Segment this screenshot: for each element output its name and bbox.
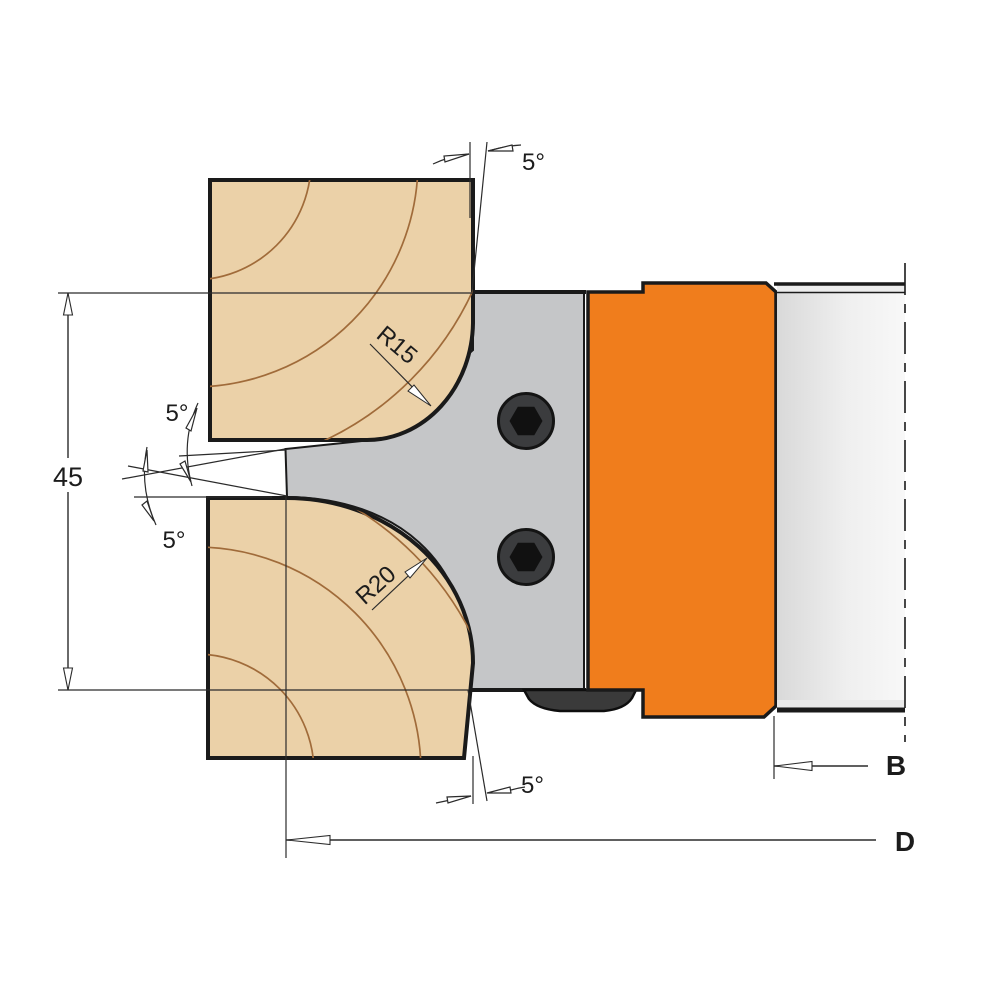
angle-5-upper-left: 5° — [166, 400, 199, 487]
hex-screw-lower — [497, 528, 555, 586]
arrow-left-icon — [487, 144, 514, 152]
arrow-down-icon — [141, 500, 155, 522]
upper-workpiece — [208, 178, 475, 442]
dim-B: B — [773, 716, 906, 781]
arrow-right-icon — [443, 153, 470, 163]
clamp-block — [586, 281, 778, 719]
angle-5-bottom: 5° — [435, 689, 544, 804]
arrow-left-icon — [286, 834, 331, 846]
angle-5-top: 5° — [432, 141, 545, 293]
dim-45: 45 — [48, 292, 473, 691]
arrow-right-icon — [446, 795, 472, 804]
hex-socket-icon — [509, 406, 543, 436]
dim-D: D — [285, 497, 915, 858]
hex-screw-upper — [497, 392, 555, 450]
angle-5-top-label: 5° — [522, 149, 545, 176]
arrow-up-icon — [185, 407, 198, 432]
dim-45-label-bg — [48, 458, 88, 492]
arrow-left-icon — [774, 760, 813, 772]
arrow-up-right-icon — [404, 557, 428, 579]
bore-region — [777, 292, 905, 708]
arrow-down-right-icon — [407, 384, 432, 407]
arrow-down-icon — [62, 667, 74, 691]
angle-5-lower-left: 5° — [141, 446, 186, 554]
arrow-up-icon — [142, 449, 149, 473]
angle-5-upper-left-label: 5° — [166, 400, 189, 427]
dim-D-label: D — [895, 826, 915, 857]
tip-construction-lines — [121, 448, 288, 498]
dim-45-label: 45 — [53, 462, 83, 492]
bore-bottom-band — [777, 700, 905, 707]
bore-top-band — [777, 284, 905, 293]
angle-5-bottom-label: 5° — [521, 772, 544, 799]
arrow-left-icon — [486, 786, 512, 794]
lower-workpiece — [206, 496, 476, 760]
knife-insert — [521, 688, 639, 713]
arrow-down-icon — [179, 460, 192, 483]
dim-B-label: B — [886, 750, 906, 781]
upper-workpiece-outline — [208, 178, 475, 442]
hex-socket-icon — [509, 542, 543, 572]
angle-5-lower-left-label: 5° — [163, 527, 186, 554]
arrow-up-icon — [62, 292, 74, 316]
